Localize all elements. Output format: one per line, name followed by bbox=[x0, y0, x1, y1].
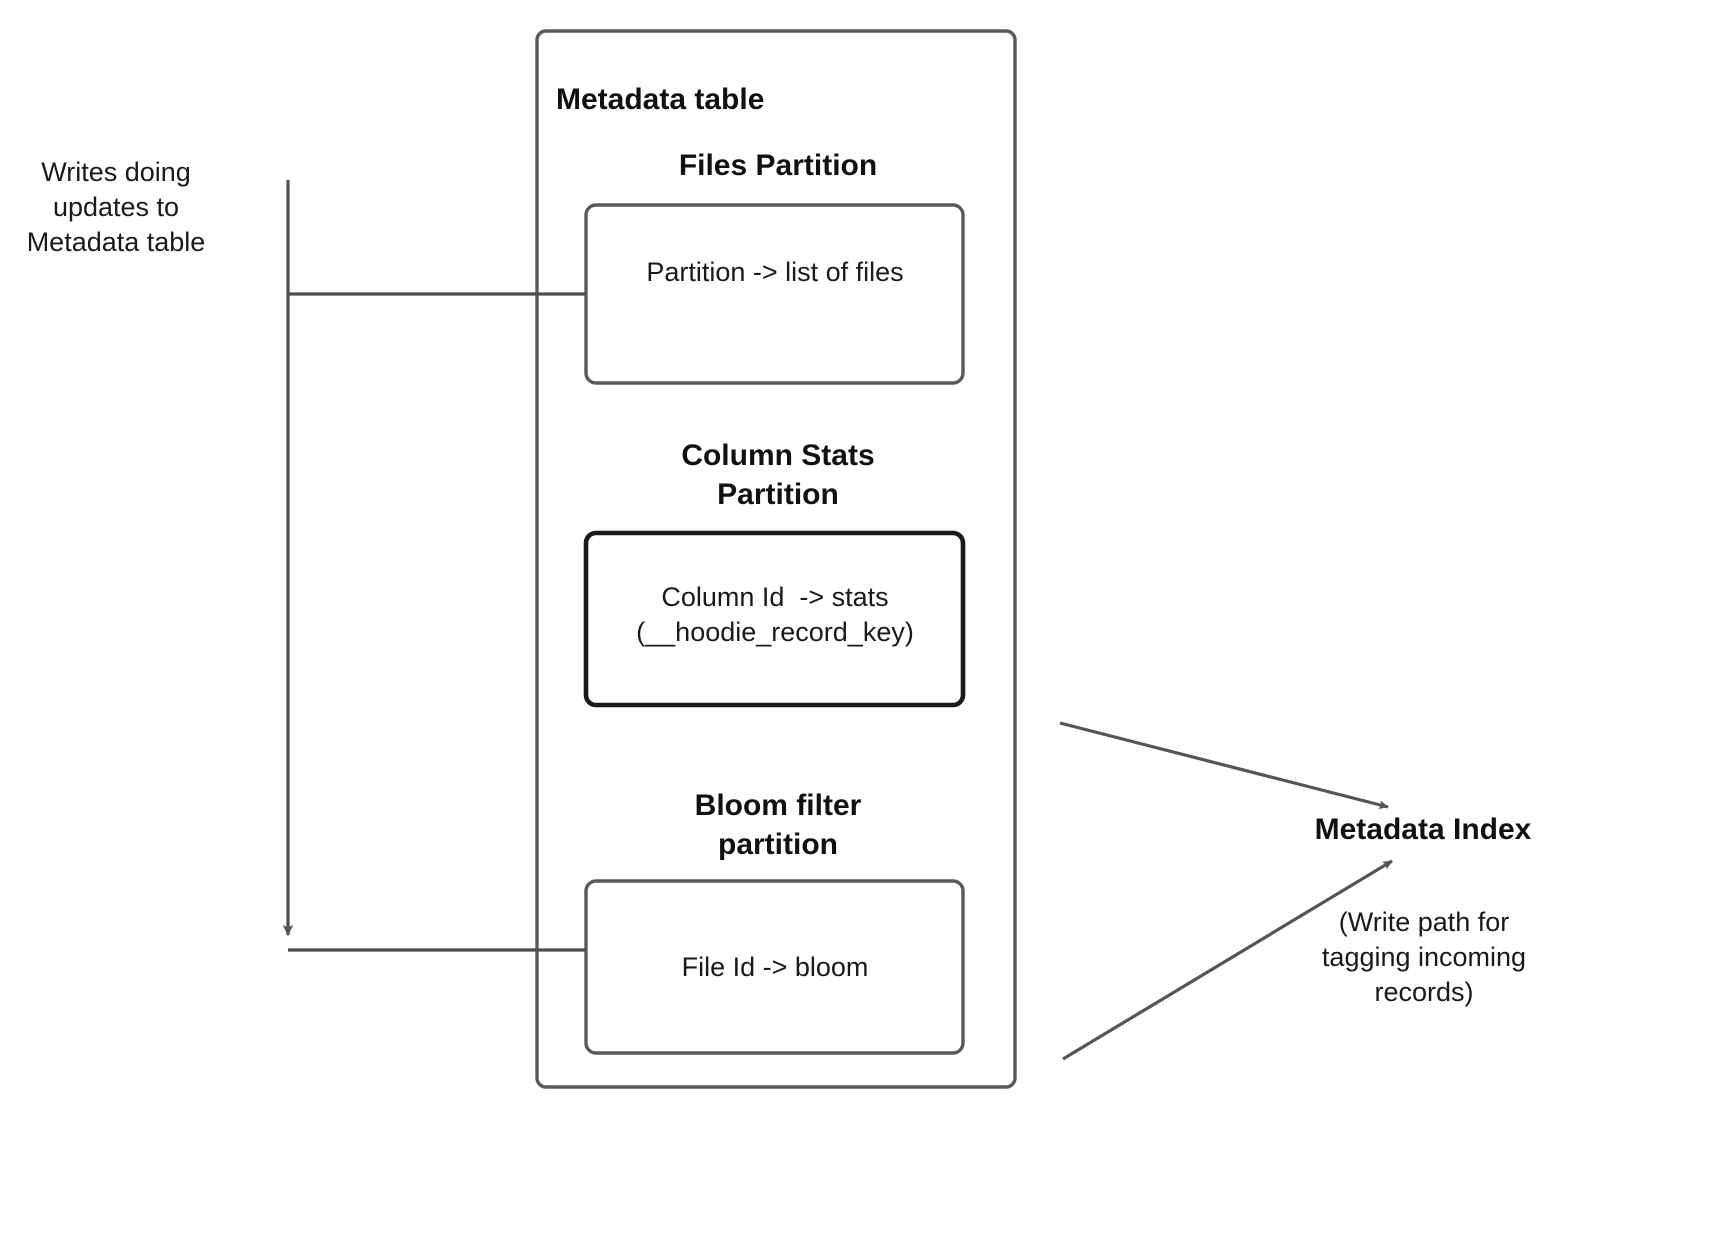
column-stats-partition-box-text: Column Id -> stats (__hoodie_record_key) bbox=[636, 582, 914, 648]
column-stats-partition-heading: Column Stats Partition bbox=[681, 439, 875, 511]
bloom-filter-partition-heading: Bloom filter partition bbox=[694, 789, 862, 861]
column-stats-to-index-arrow bbox=[1059, 721, 1389, 810]
writes-source-label: Writes doing updates to Metadata table bbox=[26, 157, 206, 258]
bloom-filter-partition-box-text: File Id -> bloom bbox=[681, 952, 869, 982]
files-partition-heading: Files Partition bbox=[678, 149, 878, 182]
files-partition-box-text: Partition -> list of files bbox=[646, 257, 904, 287]
files-partition-box bbox=[584, 203, 965, 385]
metadata-table-container bbox=[535, 29, 1017, 1089]
metadata-table-title: Metadata table bbox=[556, 83, 765, 116]
metadata-index-title: Metadata Index bbox=[1314, 813, 1532, 846]
metadata-index-caption: (Write path for tagging incoming records… bbox=[1321, 907, 1527, 1008]
